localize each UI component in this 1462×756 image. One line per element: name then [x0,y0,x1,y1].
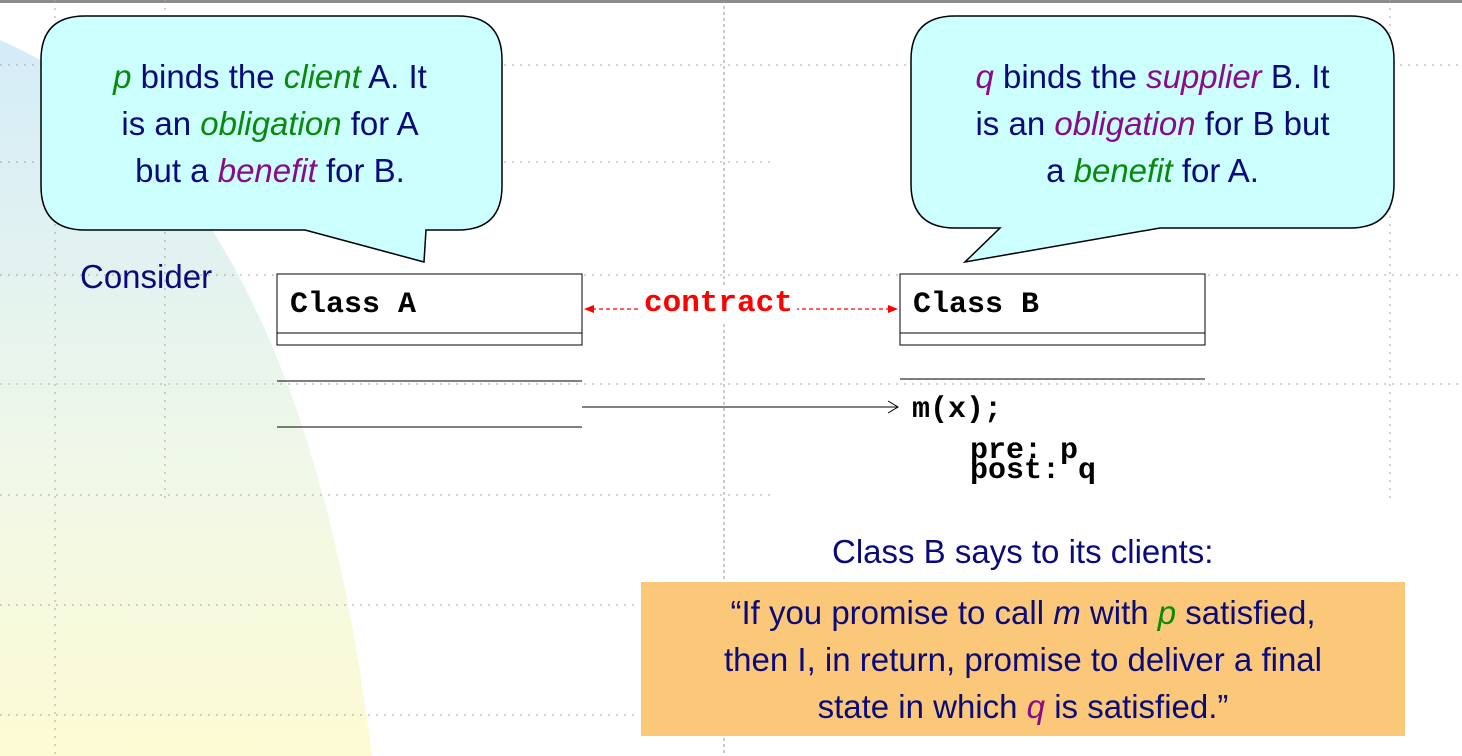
quote-line-2: then I, in return, promise to deliver a … [724,641,1322,678]
left-bubble-text-6: for B. [316,152,405,189]
consider-label: Consider [80,258,213,295]
left-bubble-text-4: for A [341,105,419,142]
right-bubble-text-4: for B but [1195,105,1330,142]
right-bubble-line-3: a benefit for A. [925,147,1380,194]
obligation-word: obligation [200,105,342,142]
quote-line-3: state in which q is satisfied.” [641,683,1405,730]
quote-line-1: “If you promise to call m with p satisfi… [641,589,1405,636]
benefit-word: benefit [217,152,317,189]
class-b-label: Class B [913,288,1040,322]
quote-text-3: satisfied, [1176,594,1316,631]
p-variable: p [1157,594,1177,631]
left-bubble-line-3: but a benefit for B. [60,147,480,194]
postcondition: post: q [970,454,1097,488]
quote-text-5: state in which [817,688,1027,725]
left-bubble-text: p binds the client A. It is an obligatio… [60,53,480,194]
q-variable: q [1026,688,1046,725]
contract-label: contract [640,286,797,321]
method-signature: m(x); [912,393,1003,427]
quote-text-2: with [1080,594,1158,631]
class-b-says-caption: Class B says to its clients: [832,533,1214,570]
left-bubble-line-1: p binds the client A. It [60,53,480,100]
right-bubble-line-2: is an obligation for B but [925,100,1380,147]
obligation-word: obligation [1054,105,1196,142]
left-speech-bubble [40,15,503,263]
right-bubble-text-2: B. It [1261,58,1330,95]
quote-text: “If you promise to call m with p satisfi… [641,589,1405,730]
right-bubble-text-3: is an [975,105,1055,142]
left-bubble-text-3: is an [121,105,201,142]
right-speech-bubble [910,15,1395,264]
left-bubble-text-1: binds the [131,58,284,95]
left-bubble-text-5: but a [135,152,218,189]
class-a-label: Class A [290,288,417,322]
m-variable: m [1053,594,1081,631]
p-variable: p [113,58,132,95]
quote-text-6: is satisfied.” [1045,688,1229,725]
right-bubble-line-1: q binds the supplier B. It [925,53,1380,100]
call-arrow [582,400,899,414]
client-word: client [283,58,361,95]
right-bubble-text: q binds the supplier B. It is an obligat… [925,53,1380,194]
right-bubble-text-5: a [1046,152,1074,189]
benefit-word: benefit [1073,152,1173,189]
quote-text-1: “If you promise to call [730,594,1054,631]
left-bubble-line-2: is an obligation for A [60,100,480,147]
right-bubble-text-1: binds the [993,58,1147,95]
left-bubble-text-2: A. It [360,58,427,95]
q-variable: q [975,58,994,95]
precondition: pre: p [970,434,1079,468]
quote-box [641,582,1405,736]
supplier-word: supplier [1146,58,1262,95]
right-bubble-text-6: for A. [1172,152,1259,189]
